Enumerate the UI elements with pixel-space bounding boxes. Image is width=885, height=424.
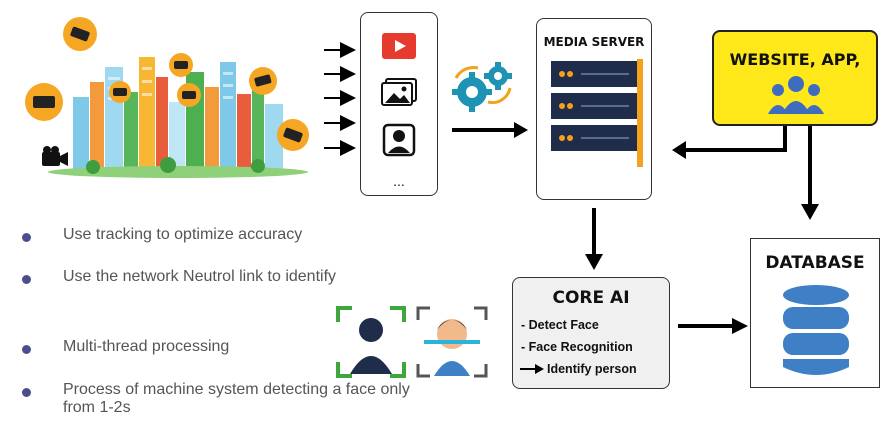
bullet-dot <box>22 275 31 284</box>
core-ai-item-face-recognition: - Face Recognition <box>521 340 633 354</box>
city-illustration <box>18 17 318 182</box>
bullet-item: Multi-thread processing <box>22 338 423 356</box>
bullet-text: Use tracking to optimize accuracy <box>63 226 303 243</box>
video-camera-icon <box>42 146 68 166</box>
bullet-text: Use the network Neutrol link to identify <box>63 268 337 285</box>
media-server-panel: MEDIA SERVER <box>536 18 652 200</box>
cctv-camera-icon <box>109 81 131 103</box>
bullet-item: Use the network Neutrol link to identify <box>22 268 423 286</box>
portrait-photo-icon <box>382 123 416 157</box>
cctv-camera-icon <box>277 119 309 151</box>
bullet-dot <box>22 345 31 354</box>
cctv-camera-icon <box>177 83 201 107</box>
face-scan-icon <box>336 306 406 378</box>
media-sources-panel: ... <box>360 12 438 196</box>
bullet-dot <box>22 233 31 242</box>
core-ai-item-identify-person: Identify person <box>547 362 637 376</box>
identify-arrow-icon <box>520 364 544 374</box>
server-rack-icon <box>551 59 643 167</box>
gears-icon <box>452 62 512 112</box>
cctv-camera-icon <box>249 67 277 95</box>
bullet-item: Process of machine system detecting a fa… <box>22 381 413 417</box>
cctv-camera-icon <box>63 17 97 51</box>
core-ai-panel: CORE AI - Detect Face - Face Recognition… <box>512 277 670 389</box>
bullet-text: Multi-thread processing <box>63 338 230 355</box>
core-ai-item-detect-face: - Detect Face <box>521 318 599 332</box>
cctv-camera-icon <box>25 83 63 121</box>
database-icon <box>783 285 849 375</box>
input-arrows <box>324 42 356 156</box>
arrow-to-database <box>678 318 748 334</box>
bullet-text: Process of machine system detecting a fa… <box>63 381 410 416</box>
bullet-dot <box>22 388 31 397</box>
arrow-to-media-server <box>452 122 528 138</box>
core-ai-title: CORE AI <box>552 288 630 308</box>
website-app-panel: WEBSITE, APP, <box>712 30 878 126</box>
more-sources-ellipsis: ... <box>393 173 405 189</box>
website-app-title: WEBSITE, APP, <box>729 50 861 69</box>
database-title: DATABASE <box>765 253 865 273</box>
face-recognition-icon <box>416 306 488 378</box>
media-server-title: MEDIA SERVER <box>543 35 645 49</box>
database-panel: DATABASE <box>750 238 880 388</box>
website-connector-arrows <box>672 126 819 220</box>
photo-gallery-icon <box>381 78 417 106</box>
bullet-item: Use tracking to optimize accuracy <box>22 226 423 244</box>
cctv-camera-icon <box>169 53 193 77</box>
video-play-icon <box>382 33 416 59</box>
users-group-icon <box>768 76 824 114</box>
arrow-to-core-ai <box>585 208 603 270</box>
